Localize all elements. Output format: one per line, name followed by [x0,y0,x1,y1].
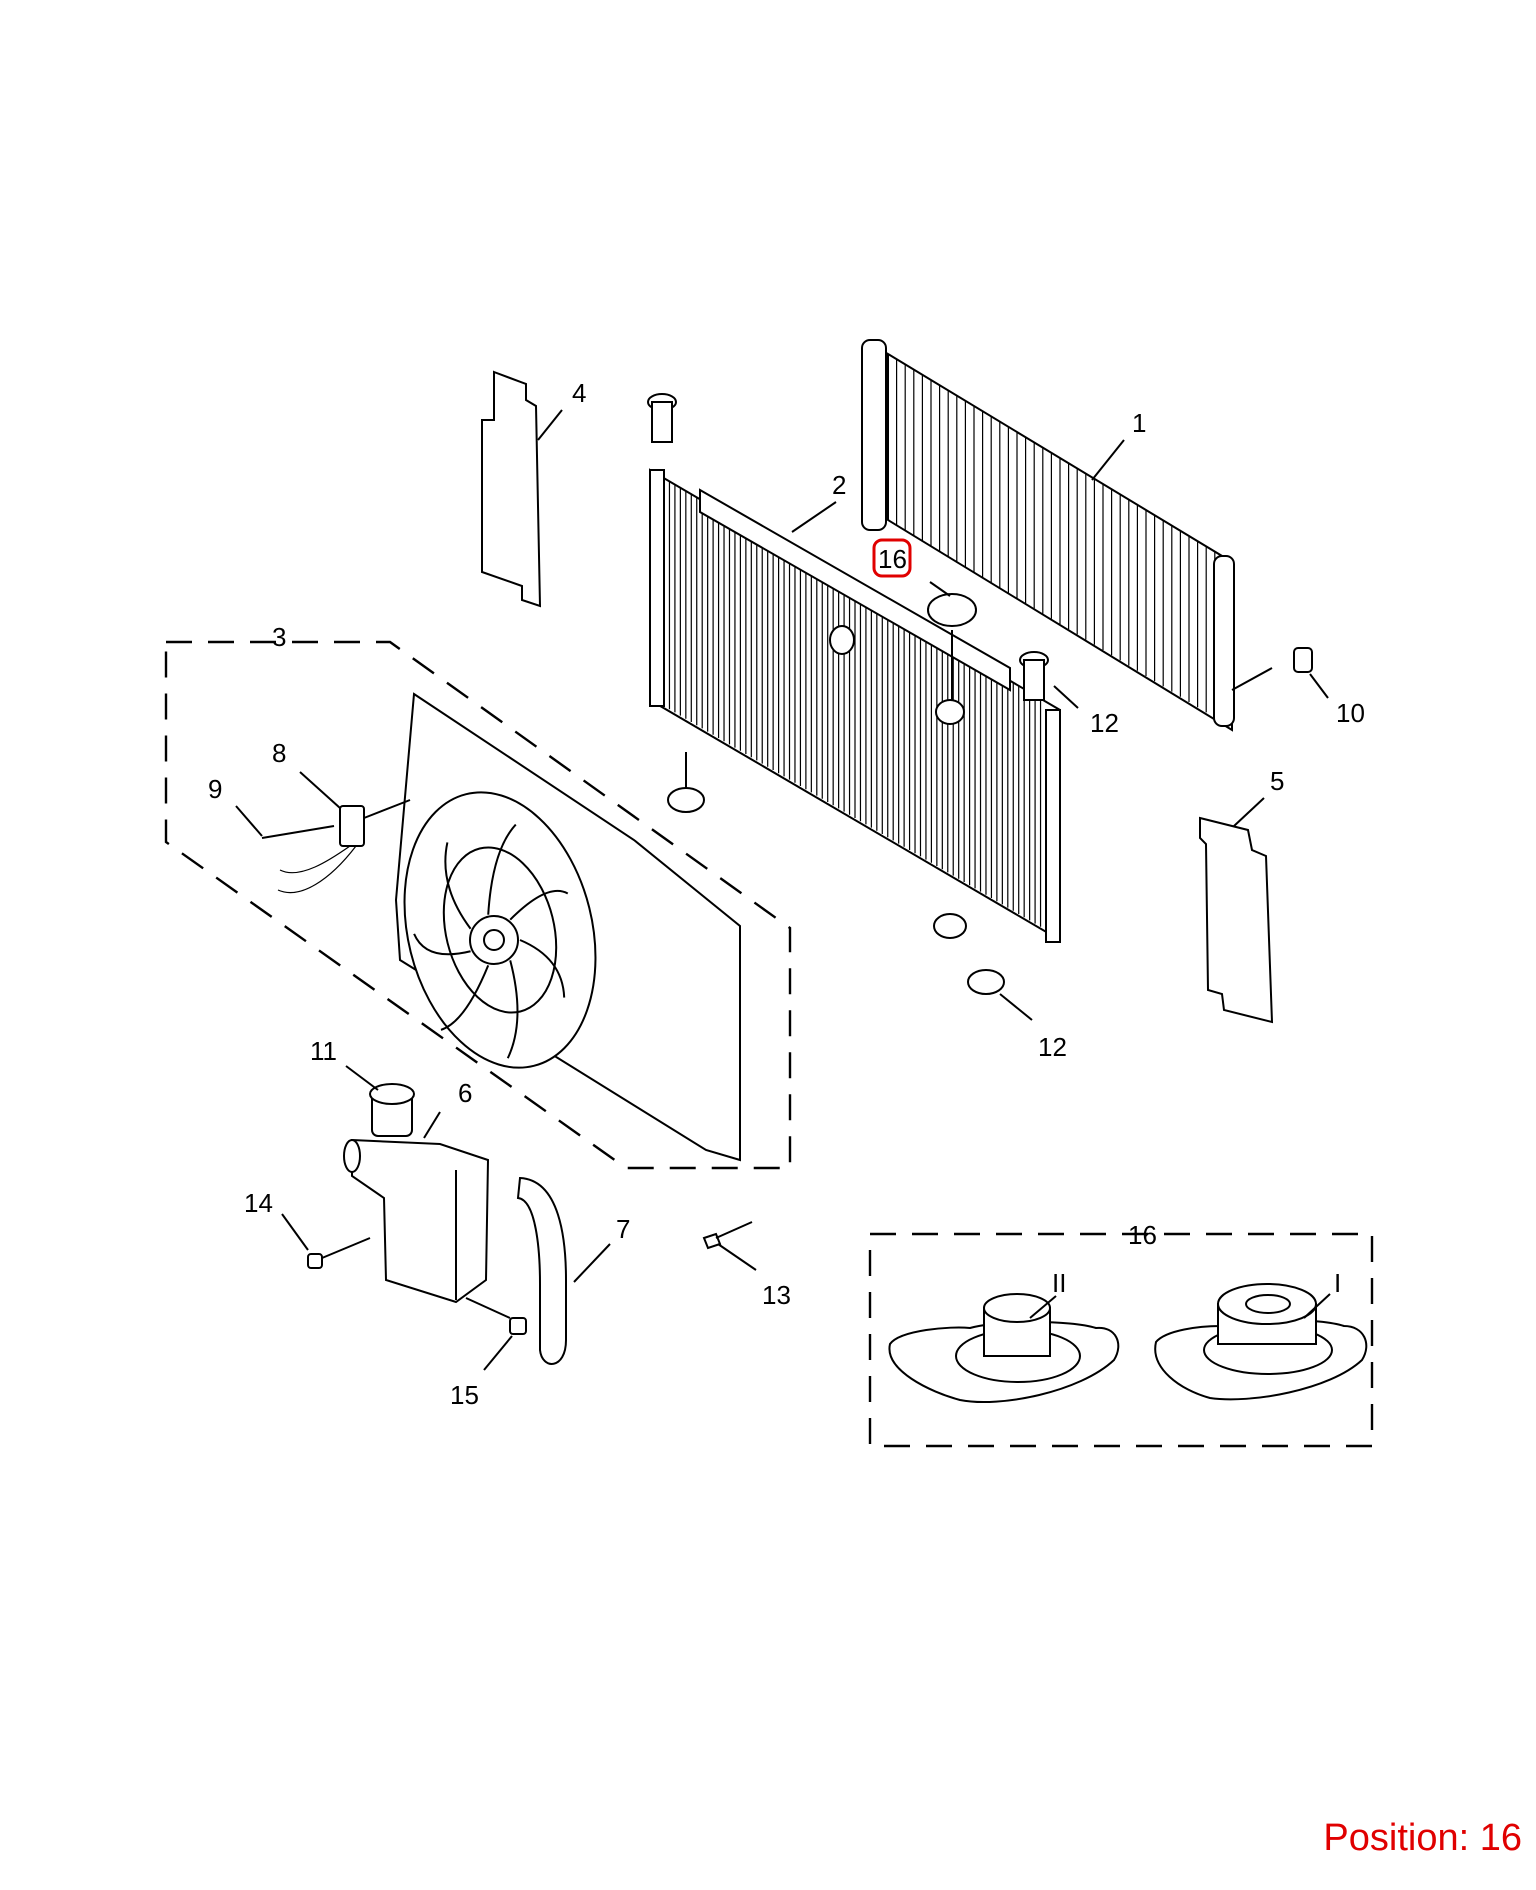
air-seal-part-5[interactable] [1199,816,1274,1024]
coolant-reservoir-part-6[interactable] [343,1138,490,1304]
screw-part-14[interactable] [307,1237,371,1269]
callout-12a: 12 [1090,708,1119,738]
callout-3: 3 [272,622,286,652]
fan-blade [509,889,569,921]
callout-I: I [1334,1268,1341,1298]
air-seal-part-4[interactable] [481,370,542,608]
clip-part-15[interactable] [465,1297,527,1335]
clip-part-13[interactable] [702,1221,753,1250]
callout-13: 13 [762,1280,791,1310]
fan-blade [487,823,517,915]
callout-10: 10 [1336,698,1365,728]
leader-lines [235,409,1331,1371]
callout-9: 9 [208,774,222,804]
callout-6: 6 [458,1078,472,1108]
callout-16-highlight [872,538,912,578]
cap-variant-II[interactable] [888,1293,1120,1403]
fan-blade [506,960,519,1059]
cap-detail-boundary [868,1232,1374,1448]
fan-blade [440,964,490,1031]
callout-14: 14 [244,1188,273,1218]
callout-4: 4 [572,378,586,408]
hose-part-7[interactable] [516,1176,567,1365]
callout-16-detail: 16 [1128,1220,1157,1250]
fan-assembly-boundary [164,640,792,1170]
fan-blade [413,933,471,956]
cap-variant-I[interactable] [1154,1283,1368,1401]
callout-2: 2 [832,470,846,500]
fan-shroud-part-3[interactable] [377,692,741,1162]
callout-7: 7 [616,1214,630,1244]
radiator-cap-part-16[interactable] [927,593,977,700]
callout-5: 5 [1270,766,1284,796]
fan-blade [444,842,472,930]
reservoir-cap-part-11[interactable] [369,1083,415,1137]
insulator-part-12[interactable] [647,393,1049,995]
radiator-part-2[interactable] [649,468,1061,943]
callout-12b: 12 [1038,1032,1067,1062]
connector-part-8[interactable] [277,799,411,894]
bolt-part-10[interactable] [1293,647,1313,673]
position-label: Position: 16 [1323,1817,1522,1859]
callout-16: 16 [878,544,907,574]
screw-part-9[interactable] [261,825,335,839]
callout-II: II [1052,1268,1066,1298]
callout-11: 11 [310,1036,337,1066]
fan-blade [519,939,566,998]
callout-1: 1 [1132,408,1146,438]
callout-15: 15 [450,1380,479,1410]
callout-8: 8 [272,738,286,768]
condenser-part-1[interactable] [861,339,1273,732]
